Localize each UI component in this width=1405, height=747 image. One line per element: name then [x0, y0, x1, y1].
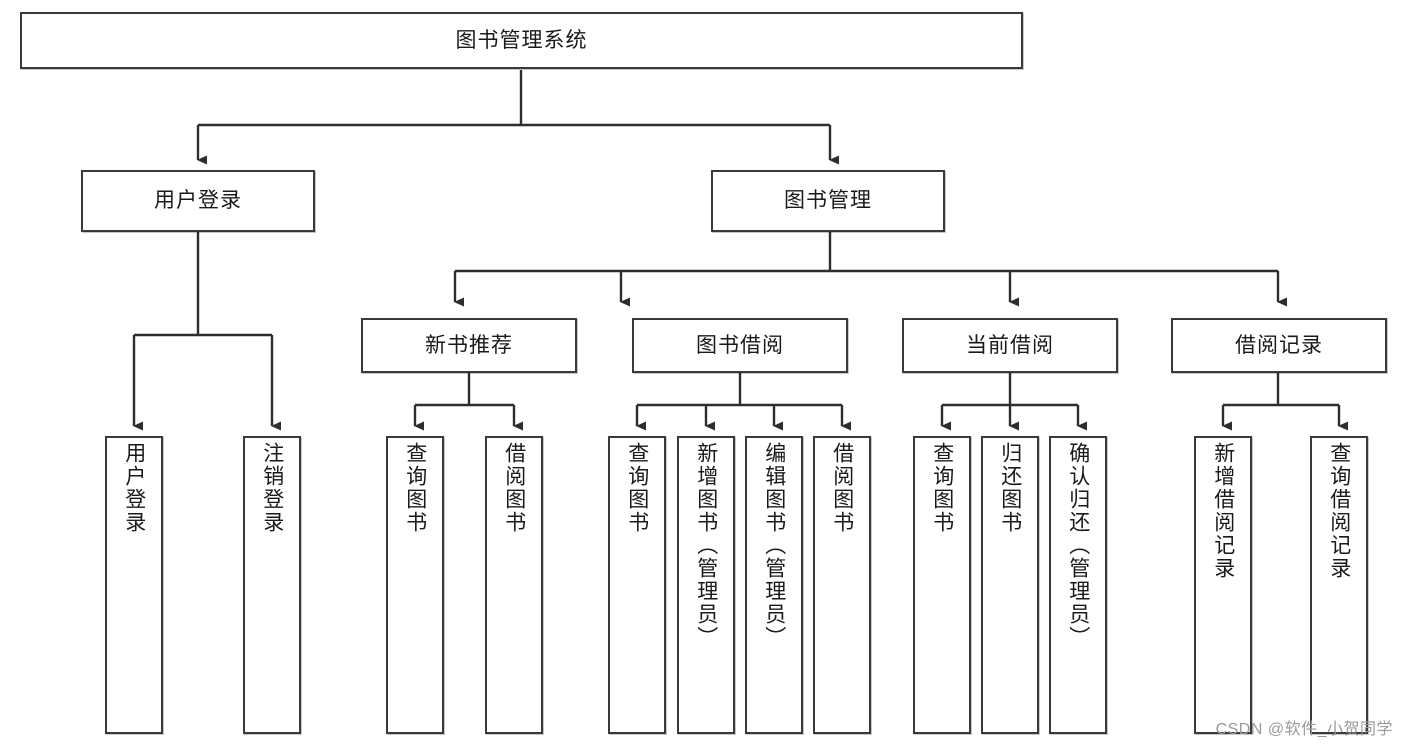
node-label: 新增图书（管理员） — [694, 442, 718, 649]
node-label: 新增借阅记录 — [1211, 442, 1235, 580]
node-label: 借阅图书 — [830, 442, 854, 534]
node-current-borrow[interactable]: 当前借阅 — [902, 318, 1118, 373]
leaf-cb-confirm-return-admin[interactable]: 确认归还（管理员） — [1049, 436, 1107, 734]
leaf-bb-edit-book-admin[interactable]: 编辑图书（管理员） — [745, 436, 803, 734]
leaf-br-query-record[interactable]: 查询借阅记录 — [1310, 436, 1368, 734]
node-label: 新书推荐 — [425, 333, 513, 357]
leaf-cb-return-book[interactable]: 归还图书 — [981, 436, 1039, 734]
node-new-book-recommend[interactable]: 新书推荐 — [361, 318, 577, 373]
leaf-nb-borrow-book[interactable]: 借阅图书 — [485, 436, 543, 734]
node-label: 查询图书 — [625, 442, 649, 534]
node-book-borrow[interactable]: 图书借阅 — [632, 318, 848, 373]
node-user-login[interactable]: 用户登录 — [81, 170, 315, 232]
node-label: 图书管理系统 — [455, 28, 588, 52]
node-label: 用户登录 — [154, 189, 242, 213]
node-label: 查询图书 — [403, 442, 427, 534]
leaf-bb-add-book-admin[interactable]: 新增图书（管理员） — [677, 436, 735, 734]
watermark-text: CSDN @软件_小贺同学 — [1215, 721, 1393, 738]
node-label: 归还图书 — [998, 442, 1022, 534]
node-label: 图书管理 — [784, 189, 872, 213]
node-label: 查询图书 — [930, 442, 954, 534]
leaf-bb-borrow-book[interactable]: 借阅图书 — [813, 436, 871, 734]
node-borrow-record[interactable]: 借阅记录 — [1171, 318, 1387, 373]
leaf-bb-query-book[interactable]: 查询图书 — [608, 436, 666, 734]
leaf-br-add-record[interactable]: 新增借阅记录 — [1194, 436, 1252, 734]
node-label: 当前借阅 — [966, 333, 1054, 357]
node-label: 注销登录 — [260, 442, 284, 534]
leaf-logout[interactable]: 注销登录 — [243, 436, 301, 734]
node-label: 图书借阅 — [696, 333, 784, 357]
node-label: 用户登录 — [122, 442, 146, 534]
leaf-cb-query-book[interactable]: 查询图书 — [913, 436, 971, 734]
node-book-management[interactable]: 图书管理 — [711, 170, 945, 232]
node-label: 确认归还（管理员） — [1066, 442, 1090, 649]
leaf-nb-query-book[interactable]: 查询图书 — [386, 436, 444, 734]
leaf-user-login[interactable]: 用户登录 — [105, 436, 163, 734]
node-label: 借阅记录 — [1235, 333, 1323, 357]
node-label: 借阅图书 — [502, 442, 526, 534]
node-label: 查询借阅记录 — [1327, 442, 1351, 580]
node-root-system[interactable]: 图书管理系统 — [20, 12, 1023, 69]
node-label: 编辑图书（管理员） — [762, 442, 786, 649]
